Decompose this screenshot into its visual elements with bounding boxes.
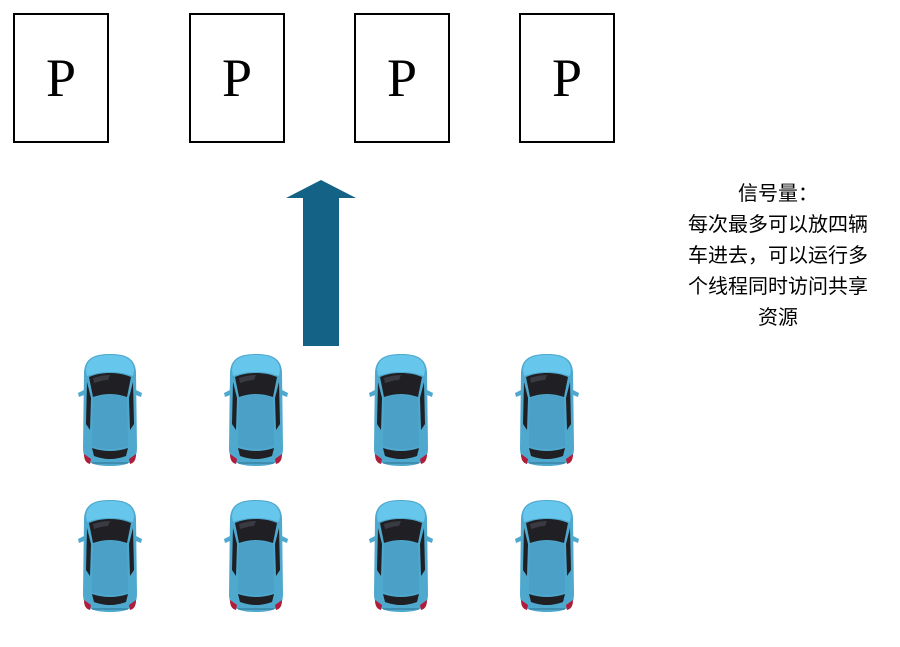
parking-slot-label: P [221,48,253,108]
car-top-view-icon [369,352,433,468]
semaphore-caption: 信号量： 每次最多可以放四辆 车进去，可以运行多 个线程同时访问共享 资源 [668,178,888,333]
parking-slot: P [354,13,450,143]
caption-line: 个线程同时访问共享 [688,274,868,298]
caption-title: 信号量： [738,181,818,205]
parking-slot-label: P [386,48,418,108]
caption-line: 每次最多可以放四辆 [688,212,868,236]
car-top-view-icon [224,352,288,468]
parking-slot: P [519,13,615,143]
car-top-view-icon [369,498,433,614]
parking-slot: P [189,13,285,143]
caption-line: 资源 [758,305,798,329]
car-top-view-icon [515,352,579,468]
parking-slot: P [13,13,109,143]
up-arrow-shape [286,180,356,346]
car-top-view-icon [78,352,142,468]
car-top-view-icon [78,498,142,614]
parking-slot-label: P [551,48,583,108]
caption-line: 车进去，可以运行多 [688,243,868,267]
car-top-view-icon [515,498,579,614]
parking-slot-label: P [45,48,77,108]
car-top-view-icon [224,498,288,614]
